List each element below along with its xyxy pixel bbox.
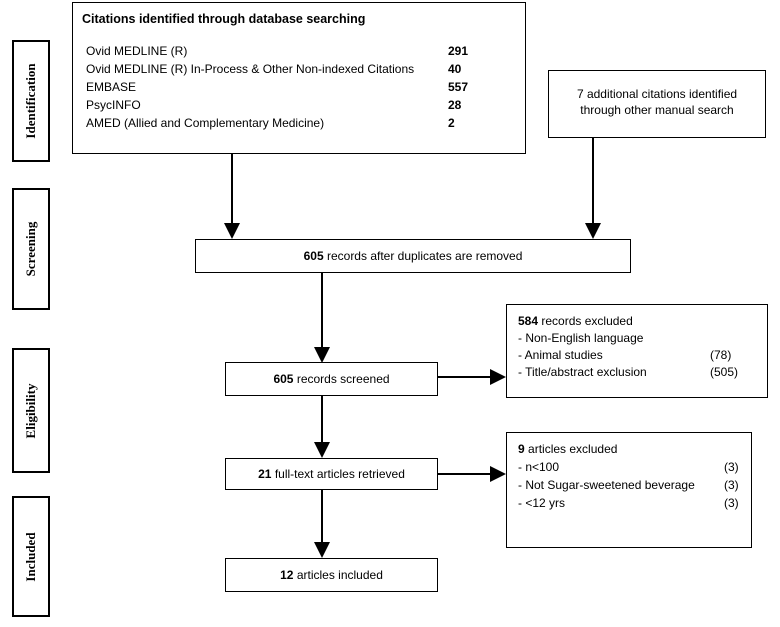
stage-eligibility: Eligibility — [12, 348, 50, 473]
source-name: Ovid MEDLINE (R) — [86, 44, 188, 58]
exclusion-reason: - Animal studies — [518, 348, 603, 362]
stage-label: Identification — [23, 63, 38, 139]
exclusion-reason: - Non-English language — [518, 331, 644, 345]
fulltext-text: 21 full-text articles retrieved — [226, 467, 437, 481]
exclusion-count: (3) — [724, 460, 739, 474]
database-search-title: Citations identified through database se… — [82, 12, 366, 26]
database-search-box: Citations identified through database se… — [72, 2, 526, 154]
screened-count: 605 — [273, 372, 294, 386]
exclusion-reason: - Not Sugar-sweetened beverage — [518, 478, 695, 492]
included-box: 12 articles included — [225, 558, 438, 592]
exclusion-count: (78) — [710, 348, 732, 362]
records-excluded-box: 584 records excluded - Non-English langu… — [506, 304, 768, 398]
fulltext-label: full-text articles retrieved — [274, 467, 405, 481]
manual-search-line2: through other manual search — [580, 103, 734, 117]
stage-included: Included — [12, 496, 50, 617]
articles-excluded-box: 9 articles excluded - n<100 (3) - Not Su… — [506, 432, 752, 548]
source-count: 291 — [448, 44, 469, 58]
exclusion-count: (3) — [724, 478, 739, 492]
included-label: articles included — [296, 568, 383, 582]
articles-excluded-label: articles excluded — [528, 442, 618, 456]
fulltext-box: 21 full-text articles retrieved — [225, 458, 438, 490]
duplicates-removed-box: 605 records after duplicates are removed — [195, 239, 631, 273]
records-excluded-label: records excluded — [541, 314, 633, 328]
source-count: 2 — [448, 116, 455, 130]
exclusion-count: (505) — [710, 365, 739, 379]
articles-excluded-count: 9 — [518, 442, 525, 456]
exclusion-reason: - Title/abstract exclusion — [518, 365, 647, 379]
source-count: 40 — [448, 62, 462, 76]
manual-search-line1: 7 additional citations identified — [576, 87, 738, 101]
exclusion-count: (3) — [724, 496, 739, 510]
included-count: 12 — [280, 568, 294, 582]
duplicates-label: records after duplicates are removed — [326, 249, 523, 263]
screened-label: records screened — [296, 372, 390, 386]
articles-excluded-title: 9 articles excluded — [518, 442, 617, 456]
stage-identification: Identification — [12, 40, 50, 162]
included-text: 12 articles included — [226, 568, 437, 582]
stage-label: Eligibility — [23, 383, 38, 438]
records-excluded-count: 584 — [518, 314, 539, 328]
manual-search-box: 7 additional citations identified throug… — [548, 70, 766, 138]
screened-text: 605 records screened — [226, 372, 437, 386]
source-count: 557 — [448, 80, 469, 94]
source-count: 28 — [448, 98, 462, 112]
stage-label: Included — [23, 531, 38, 582]
source-name: PsycINFO — [86, 98, 141, 112]
source-name: EMBASE — [86, 80, 137, 94]
duplicates-count: 605 — [303, 249, 324, 263]
fulltext-count: 21 — [258, 467, 272, 481]
duplicates-removed-text: 605 records after duplicates are removed — [196, 249, 630, 263]
stage-screening: Screening — [12, 188, 50, 310]
exclusion-reason: - <12 yrs — [518, 496, 566, 510]
stage-label: Screening — [23, 221, 38, 277]
source-name: Ovid MEDLINE (R) In-Process & Other Non-… — [86, 62, 415, 76]
screened-box: 605 records screened — [225, 362, 438, 396]
records-excluded-title: 584 records excluded — [518, 314, 633, 328]
exclusion-reason: - n<100 — [518, 460, 560, 474]
source-name: AMED (Allied and Complementary Medicine) — [86, 116, 325, 130]
